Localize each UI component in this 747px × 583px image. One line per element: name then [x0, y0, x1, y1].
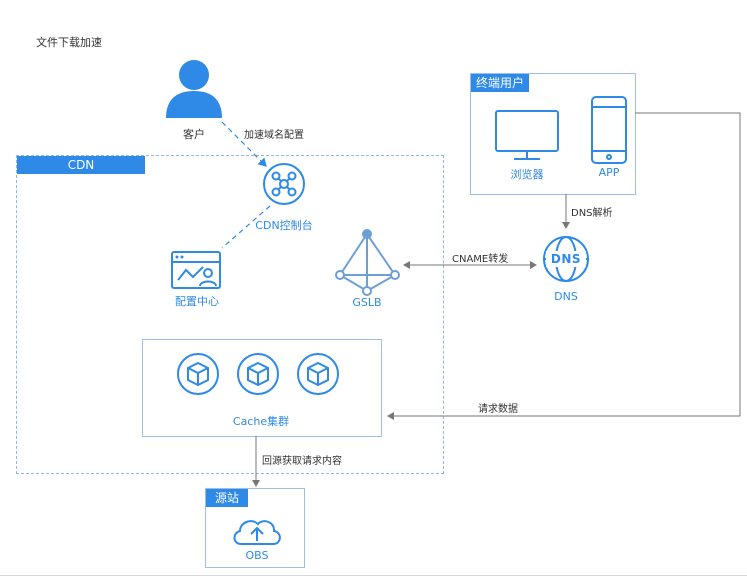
back-to-origin-label: 回源获取请求内容 [262, 456, 342, 467]
app-phone-icon [591, 96, 627, 164]
cdn-container [16, 155, 444, 474]
browser-label: 浏览器 [510, 168, 544, 181]
dns-globe-icon [543, 236, 589, 282]
customer-to-console-edge [221, 121, 267, 167]
accelerate-domain-config-label: 加速域名配置 [244, 130, 304, 141]
end-users-tag: 终端用户 [471, 74, 529, 92]
request-data-label: 请求数据 [478, 404, 518, 415]
dns-label: DNS [554, 290, 578, 303]
cdn-console-icon [263, 163, 305, 205]
cache-node-icon [177, 353, 219, 395]
customer-label: 客户 [183, 128, 205, 141]
customer-person-icon [166, 60, 222, 118]
bottom-divider [0, 575, 747, 576]
page-title: 文件下载加速 [36, 36, 102, 49]
cname-forward-label: CNAME转发 [452, 254, 509, 265]
browser-monitor-icon [495, 110, 559, 160]
gslb-icon [335, 229, 400, 296]
config-center-label: 配置中心 [175, 295, 219, 308]
dns-icon-text: DNS [550, 252, 582, 266]
app-label: APP [598, 166, 620, 179]
cache-node-icon [297, 353, 339, 395]
gslb-label: GSLB [352, 296, 382, 309]
cache-cluster-label: Cache集群 [232, 415, 290, 428]
request-data-edge [387, 112, 741, 420]
origin-tag: 源站 [206, 489, 248, 507]
end-users-container [470, 73, 636, 195]
config-center-icon [171, 251, 221, 289]
console-to-config-edge [221, 205, 271, 249]
cdn-console-label: CDN控制台 [255, 219, 313, 232]
cdn-tag: CDN [17, 156, 145, 174]
cache-node-icon [237, 353, 279, 395]
origin-container [205, 488, 305, 568]
obs-cloud-icon [233, 520, 281, 545]
dns-resolve-label: DNS解析 [571, 208, 613, 219]
obs-label: OBS [245, 549, 269, 562]
